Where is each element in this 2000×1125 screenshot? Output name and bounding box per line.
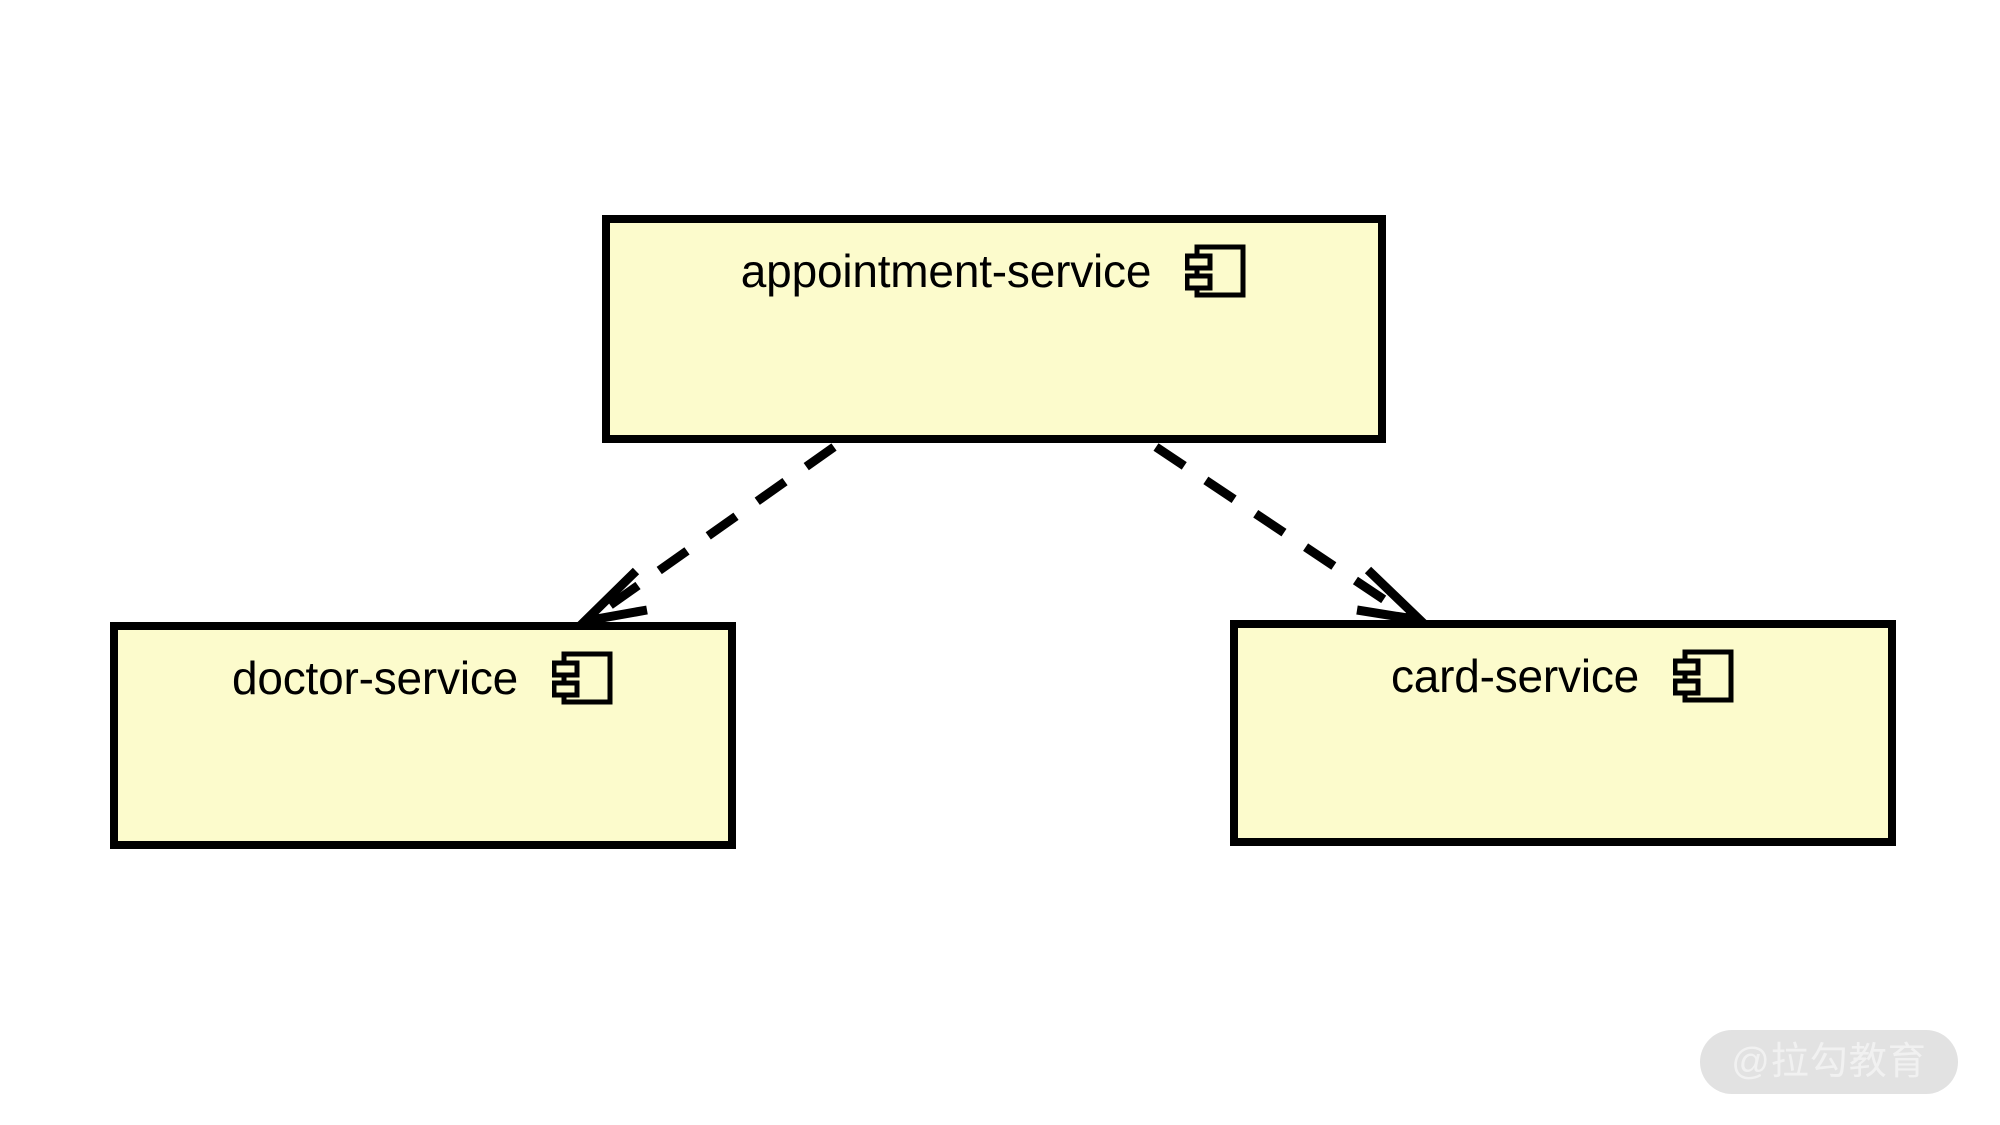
component-label: card-service: [1390, 650, 1640, 702]
component-header: appointment-service: [610, 223, 1378, 319]
component-label: doctor-service: [231, 652, 519, 704]
arrowhead-open: [571, 567, 648, 628]
dependency-line: [1153, 443, 1413, 621]
component-doctor-service[interactable]: doctor-service: [110, 622, 736, 849]
connector-appointment-to-card[interactable]: [1153, 443, 1434, 627]
component-label: appointment-service: [740, 245, 1152, 297]
uml-component-icon: [1673, 649, 1734, 703]
watermark-text: @拉勾教育: [1731, 1041, 1927, 1083]
dependency-line: [589, 443, 837, 622]
watermark-badge: @拉勾教育: [1700, 1030, 1958, 1094]
uml-component-icon: [1185, 244, 1246, 298]
component-header: doctor-service: [118, 630, 728, 726]
uml-component-icon: [552, 651, 613, 705]
arrowhead-open: [1356, 566, 1434, 627]
component-header: card-service: [1238, 628, 1888, 724]
component-card-service[interactable]: card-service: [1230, 620, 1896, 846]
connector-appointment-to-doctor[interactable]: [571, 443, 837, 628]
component-appointment-service[interactable]: appointment-service: [602, 215, 1386, 443]
